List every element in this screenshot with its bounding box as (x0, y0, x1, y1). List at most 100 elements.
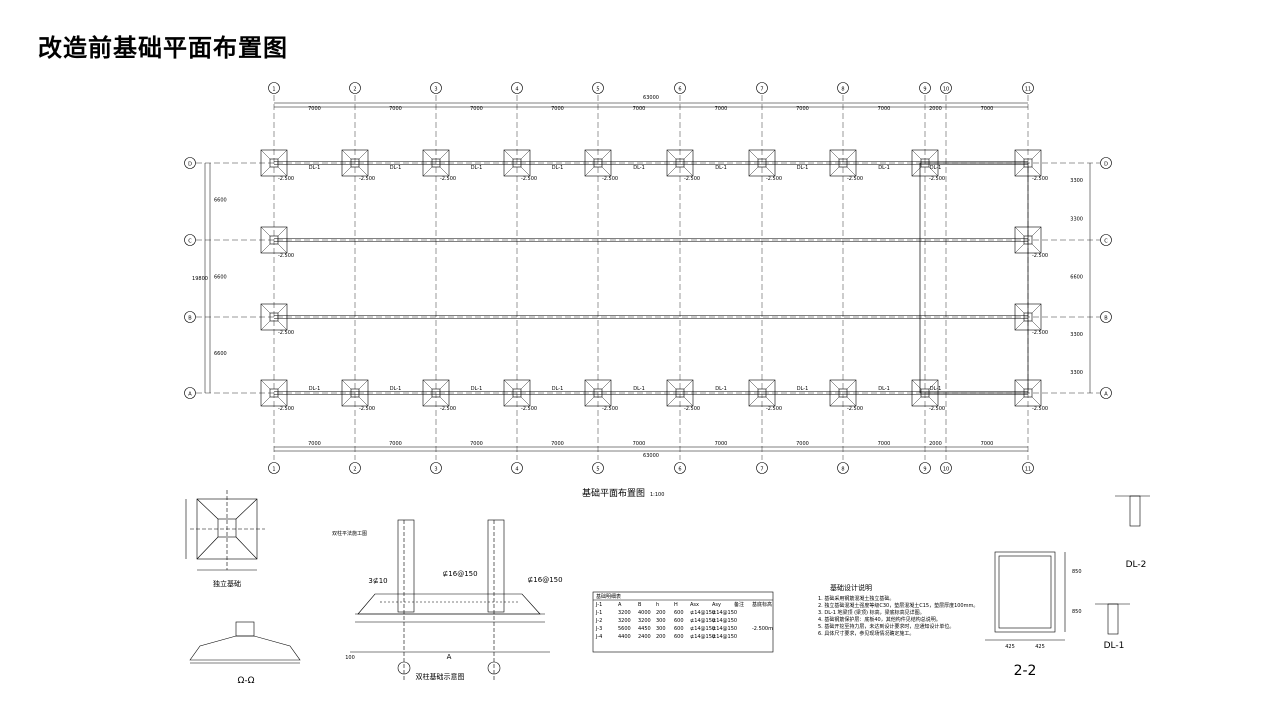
footing-table-frame (592, 591, 774, 653)
span-right-3: 3300 (1070, 332, 1083, 338)
total-length-bottom: 63000 (643, 453, 659, 459)
axis-bubble-9-bottom (919, 462, 931, 474)
axis-bubble-3-top (430, 82, 442, 94)
axis-label-B-right: B (1104, 316, 1108, 322)
span-right-2: 6600 (1070, 275, 1083, 281)
footing-elevation: -2.500 (684, 176, 700, 182)
footing-elevation: -2.500 (847, 406, 863, 412)
span-side-1: 6600 (214, 275, 227, 281)
footing-elevation: -2.500 (929, 406, 945, 412)
axis-bubble-10-top (940, 82, 952, 94)
column (675, 388, 685, 398)
footing-elevation: -2.500 (929, 176, 945, 182)
beam-label-bottom: DL-1 (930, 386, 942, 392)
table-cell: J-3 (595, 626, 602, 632)
axis-label-9-top: 9 (923, 87, 926, 93)
beam-label-bottom: DL-1 (552, 386, 564, 392)
footing-elevation: -2.500 (359, 176, 375, 182)
axis-label-A-right: A (1104, 392, 1108, 398)
table-cell: 600 (674, 634, 684, 640)
axis-bubble-B-left (184, 311, 196, 323)
axis-label-8-bottom: 8 (841, 467, 844, 473)
footing-elevation: -2.500 (278, 253, 294, 259)
axis-bubble-8-bottom (837, 462, 849, 474)
table-cell: 200 (656, 610, 666, 616)
span-top-1: 7000 (389, 106, 402, 112)
footing-elevation: -2.500 (359, 406, 375, 412)
footing-elevation: -2.500 (1032, 330, 1048, 336)
beam-label-top: DL-1 (471, 165, 483, 171)
axis-label-5-bottom: 5 (596, 467, 599, 473)
column (269, 235, 279, 245)
axis-label-C-right: C (1104, 239, 1108, 245)
column (431, 388, 441, 398)
table-cell: ⊈14@150 (690, 634, 715, 640)
footing-elevation: -2.500 (602, 406, 618, 412)
axis-bubble-8-top (837, 82, 849, 94)
table-cell: ⊈14@150 (690, 610, 715, 616)
column (675, 158, 685, 168)
column (350, 158, 360, 168)
dim-425b: 425 (1035, 644, 1045, 650)
beam-label-bottom: DL-1 (715, 386, 727, 392)
beam-label-top: DL-1 (633, 165, 645, 171)
footing (748, 379, 776, 407)
right-bay-frame (919, 162, 1029, 394)
footing-elevation: -2.500 (521, 406, 537, 412)
rebar-main-label: ⊈16@150 (442, 570, 477, 578)
rebar-side-label: 3⊈10 (368, 577, 387, 585)
table-cell: J-4 (595, 634, 602, 640)
axis-bubble-7-bottom (756, 462, 768, 474)
column (269, 158, 279, 168)
table-cell: 600 (674, 626, 684, 632)
span-top-3: 7000 (551, 106, 564, 112)
axis-bubble-3-bottom (430, 462, 442, 474)
axis-label-5-top: 5 (596, 87, 599, 93)
axis-label-D-left: D (188, 162, 192, 168)
notes-line: 5. 基础开挖至持力层，未达到设计要求时，应通知设计单位。 (818, 623, 954, 630)
footing-elevation: -2.500 (440, 406, 456, 412)
table-header: J-1 (595, 602, 602, 608)
table-cell: 4450 (638, 626, 651, 632)
span-top-9: 7000 (981, 106, 994, 112)
axis-label-D-right: D (1104, 162, 1108, 168)
span-bottom-3: 7000 (551, 441, 564, 447)
table-header: 基底标高 (752, 601, 772, 608)
beam-label-top: DL-1 (878, 165, 890, 171)
dim-850a: 850 (1072, 569, 1082, 575)
footing-elevation: -2.500 (766, 176, 782, 182)
span-bottom-7: 7000 (878, 441, 891, 447)
plan-caption: 基础平面布置图 (582, 487, 645, 499)
table-cell: 4400 (618, 634, 631, 640)
footing (666, 379, 694, 407)
footing (666, 149, 694, 177)
axis-label-8-top: 8 (841, 87, 844, 93)
footing (260, 303, 288, 331)
beam-label-bottom: DL-1 (633, 386, 645, 392)
footing (341, 379, 369, 407)
rebar-mid-label: ⊈16@150 (527, 576, 562, 584)
span-right-4: 3300 (1070, 370, 1083, 376)
footing (422, 379, 450, 407)
table-cell: ⊈14@150 (712, 626, 737, 632)
footing (260, 149, 288, 177)
beam-label-top: DL-1 (797, 165, 809, 171)
table-header: Asx (690, 602, 699, 608)
table-cell: 3200 (618, 618, 631, 624)
footing (422, 149, 450, 177)
axis-bubble-11-top (1022, 82, 1034, 94)
notes-line: 1. 基础采用钢筋混凝土独立基础。 (818, 595, 894, 602)
axis-bubble-D-right (1100, 157, 1112, 169)
table-cell: 4000 (638, 610, 651, 616)
table-cell: ⊈14@150 (712, 634, 737, 640)
footing (829, 379, 857, 407)
span-bottom-5: 7000 (715, 441, 728, 447)
footing-elevation: -2.500 (684, 406, 700, 412)
column (431, 158, 441, 168)
axis-bubble-2-top (349, 82, 361, 94)
table-header: B (638, 602, 642, 608)
beam-label-top: DL-1 (930, 165, 942, 171)
dim-850b: 850 (1072, 609, 1082, 615)
span-top-0: 7000 (308, 106, 321, 112)
